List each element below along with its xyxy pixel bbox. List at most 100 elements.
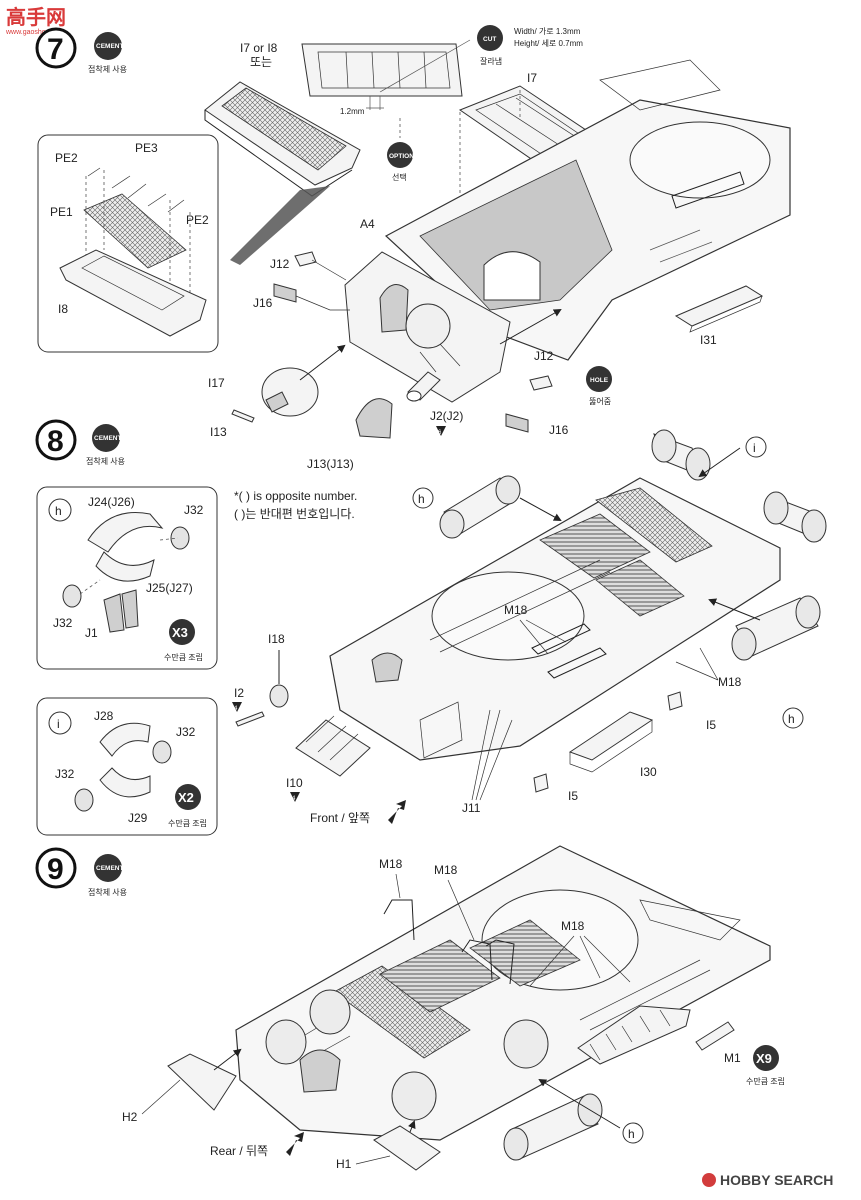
label-1-2mm: 1.2mm [340, 107, 365, 116]
option-caption: 선택 [392, 172, 407, 182]
label-i10: I10 [286, 776, 303, 790]
label-h2: H2 [122, 1110, 138, 1124]
cement-badge-9: CEMENT 접착제 사용 [88, 854, 127, 897]
label-m18-c: M18 [561, 919, 585, 933]
watermark-logo: 高手网 www.gaoshou.net [5, 5, 66, 36]
label-j32-bottom: J32 [53, 616, 73, 630]
label-h1: H1 [336, 1157, 352, 1171]
part-j32-cap [170, 526, 190, 550]
marker-i: i [57, 717, 60, 731]
cement-caption-8: 접착제 사용 [86, 456, 125, 466]
part-j12-left [294, 251, 317, 267]
cut-height: Height/ 세로 0.7mm [514, 39, 583, 48]
front-arrow-icon [388, 800, 406, 824]
marker-i-circle-2 [745, 436, 767, 458]
label-i18: I18 [268, 632, 285, 646]
part-panel-cut-detail: 1.2mm [301, 39, 471, 116]
label-h-top: h [418, 492, 425, 506]
label-m1: M1 [724, 1051, 741, 1065]
cut-icon [477, 25, 503, 51]
marker-h: h [55, 504, 62, 518]
label-i30: I30 [640, 765, 657, 779]
step-8-circle [35, 419, 77, 461]
label-h-bottom: h [788, 712, 795, 726]
subassembly-box-i: i J28 J32 J32 J29 X2 수만큼 조립 [36, 697, 218, 836]
option-icon [387, 142, 413, 168]
hull-step9 [235, 845, 771, 1141]
part-i17-hatch [261, 367, 319, 417]
cement-badge: CEMENT 접착제 사용 [88, 32, 127, 74]
step-7: 7 CEMENT 접착제 사용 I7 or I8 또는 1.2mm CUT 잘라… [35, 25, 791, 471]
step-8-number: 8 [47, 425, 64, 458]
count-triangle-j2 [436, 426, 446, 436]
fuel-drum-i-right [763, 491, 827, 543]
label-i7-or-i8: I7 or I8 [240, 41, 278, 55]
step-7-circle [35, 27, 77, 69]
hole-badge-bottom: HOLE 뚫어줌 [586, 366, 612, 406]
zoom-wedge [230, 186, 330, 265]
svg-text:CUT: CUT [483, 36, 496, 43]
label-j1: J1 [85, 626, 98, 640]
cement-icon-8 [92, 424, 120, 452]
qty-x2-caption: 수만큼 조립 [168, 819, 207, 828]
marker-i-circle [48, 711, 72, 735]
label-or-kr: 또는 [250, 55, 272, 69]
hobby-search-logo: HOBBY SEARCH [702, 1172, 833, 1188]
svg-text:X2: X2 [178, 790, 194, 805]
cement-caption-9: 접착제 사용 [88, 887, 127, 897]
cement-caption: 접착제 사용 [88, 64, 127, 74]
svg-text:CEMENT: CEMENT [96, 43, 123, 50]
hole-icon-2 [586, 366, 612, 392]
label-i5-top: I5 [706, 718, 716, 732]
label-j32-top: J32 [184, 503, 204, 517]
label-j28: J28 [94, 709, 114, 723]
label-i31: I31 [700, 333, 717, 347]
part-a4-rear-plate [344, 251, 511, 403]
part-i31 [674, 285, 764, 327]
label-pe3: PE3 [135, 141, 158, 155]
cement-icon [94, 32, 122, 60]
marker-h-circle-9 [622, 1122, 644, 1144]
label-j12-right: J12 [534, 349, 554, 363]
part-i10-track-links [295, 715, 371, 777]
label-i-top: i [753, 441, 756, 455]
qty-x2-badge [175, 784, 201, 810]
rear-arrow-icon [286, 1132, 304, 1156]
label-j24: J24(J26) [88, 495, 135, 509]
towing-handles [383, 899, 515, 985]
qty-x3: X3 수만큼 조립 [164, 619, 203, 662]
marker-h-circle [48, 498, 72, 522]
label-i5-bottom: I5 [568, 789, 578, 803]
cement-badge-8: CEMENT 접착제 사용 [86, 424, 125, 466]
label-i8: I8 [58, 302, 68, 316]
label-m18-a: M18 [379, 857, 403, 871]
label-i10-count: 4 [292, 796, 296, 802]
label-j32-right: J32 [176, 725, 196, 739]
part-m1-track-links [577, 1005, 735, 1065]
label-j13: J13(J13) [307, 457, 354, 471]
part-i13 [231, 409, 255, 423]
part-i18-headlight [269, 650, 289, 708]
watermark-url: www.gaoshou.net [5, 29, 61, 36]
svg-text:CEMENT: CEMENT [96, 865, 123, 872]
hull-step7 [384, 59, 791, 361]
svg-text:X3: X3 [172, 625, 188, 640]
part-mesh-grille-top [204, 81, 361, 197]
step-9-circle [35, 847, 77, 889]
label-j16-left: J16 [253, 296, 273, 310]
label-j16-right: J16 [549, 423, 569, 437]
part-j13-cover [355, 398, 393, 439]
qty-x9-badge [753, 1045, 779, 1071]
svg-text:OPTION: OPTION [389, 153, 414, 160]
part-i5-bottom [533, 773, 549, 793]
part-j2-exhaust [406, 371, 441, 402]
front-label: Front / 앞쪽 [310, 811, 370, 825]
pe1-mesh [83, 193, 187, 269]
svg-text:HOLE: HOLE [590, 377, 609, 384]
cut-width: Width/ 가로 1.3mm [514, 27, 581, 36]
step-7-number: 7 [47, 33, 64, 66]
rear-label: Rear / 뒤쪽 [210, 1144, 268, 1158]
part-h1-plate [373, 1125, 441, 1171]
part-i2 [235, 711, 265, 727]
